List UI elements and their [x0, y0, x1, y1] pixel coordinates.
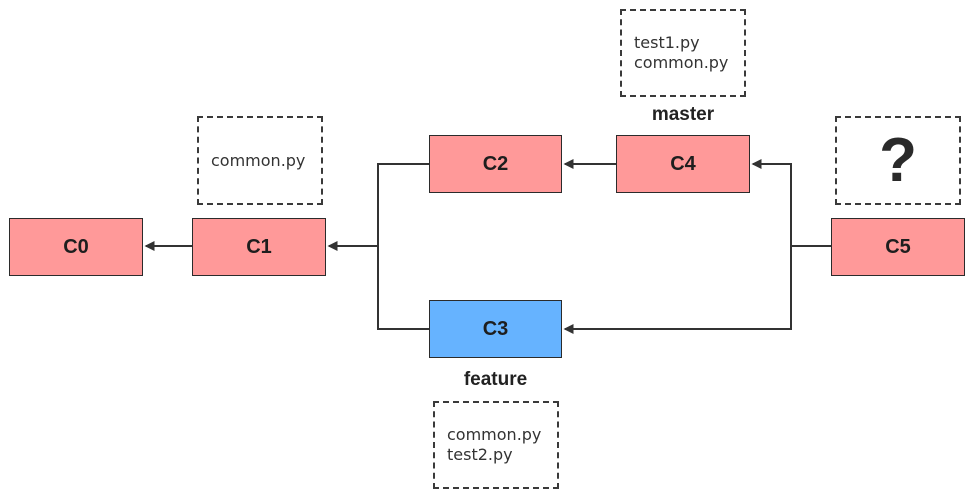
- file-note-c4: test1.py common.py: [620, 9, 746, 97]
- edge-c2-c1: [327, 163, 429, 251]
- edge-c5-c4: [751, 159, 831, 247]
- file-note-c4-line-2: common.py: [634, 53, 729, 72]
- commit-c5: C5: [831, 218, 965, 276]
- edge-c5-c3: [563, 246, 792, 334]
- branch-label-master: master: [651, 104, 715, 125]
- commit-c0: C0: [9, 218, 143, 276]
- file-note-c1: common.py: [197, 116, 323, 205]
- commit-c3-label: C3: [482, 317, 509, 340]
- commit-c5-label: C5: [885, 235, 911, 258]
- commit-c1: C1: [192, 218, 326, 276]
- question-mark-icon: ?: [879, 125, 917, 195]
- commit-c2-label: C2: [482, 152, 509, 175]
- file-note-c5-unknown: ?: [835, 116, 961, 205]
- commit-c3: C3: [429, 300, 562, 358]
- branch-label-feature: feature: [463, 369, 528, 390]
- file-note-c3: common.py test2.py: [433, 401, 559, 489]
- file-note-c3-line-1: common.py: [447, 425, 542, 444]
- commit-c1-label: C1: [246, 235, 272, 258]
- file-note-c1-line-1: common.py: [211, 150, 306, 170]
- file-note-c4-line-1: test1.py: [634, 33, 700, 52]
- commit-c4-label: C4: [670, 152, 696, 175]
- edge-c3-c1: [377, 246, 429, 330]
- commit-c4: C4: [616, 135, 750, 193]
- commit-c0-label: C0: [63, 235, 89, 258]
- commit-c2: C2: [429, 135, 562, 193]
- file-note-c3-line-2: test2.py: [447, 445, 513, 464]
